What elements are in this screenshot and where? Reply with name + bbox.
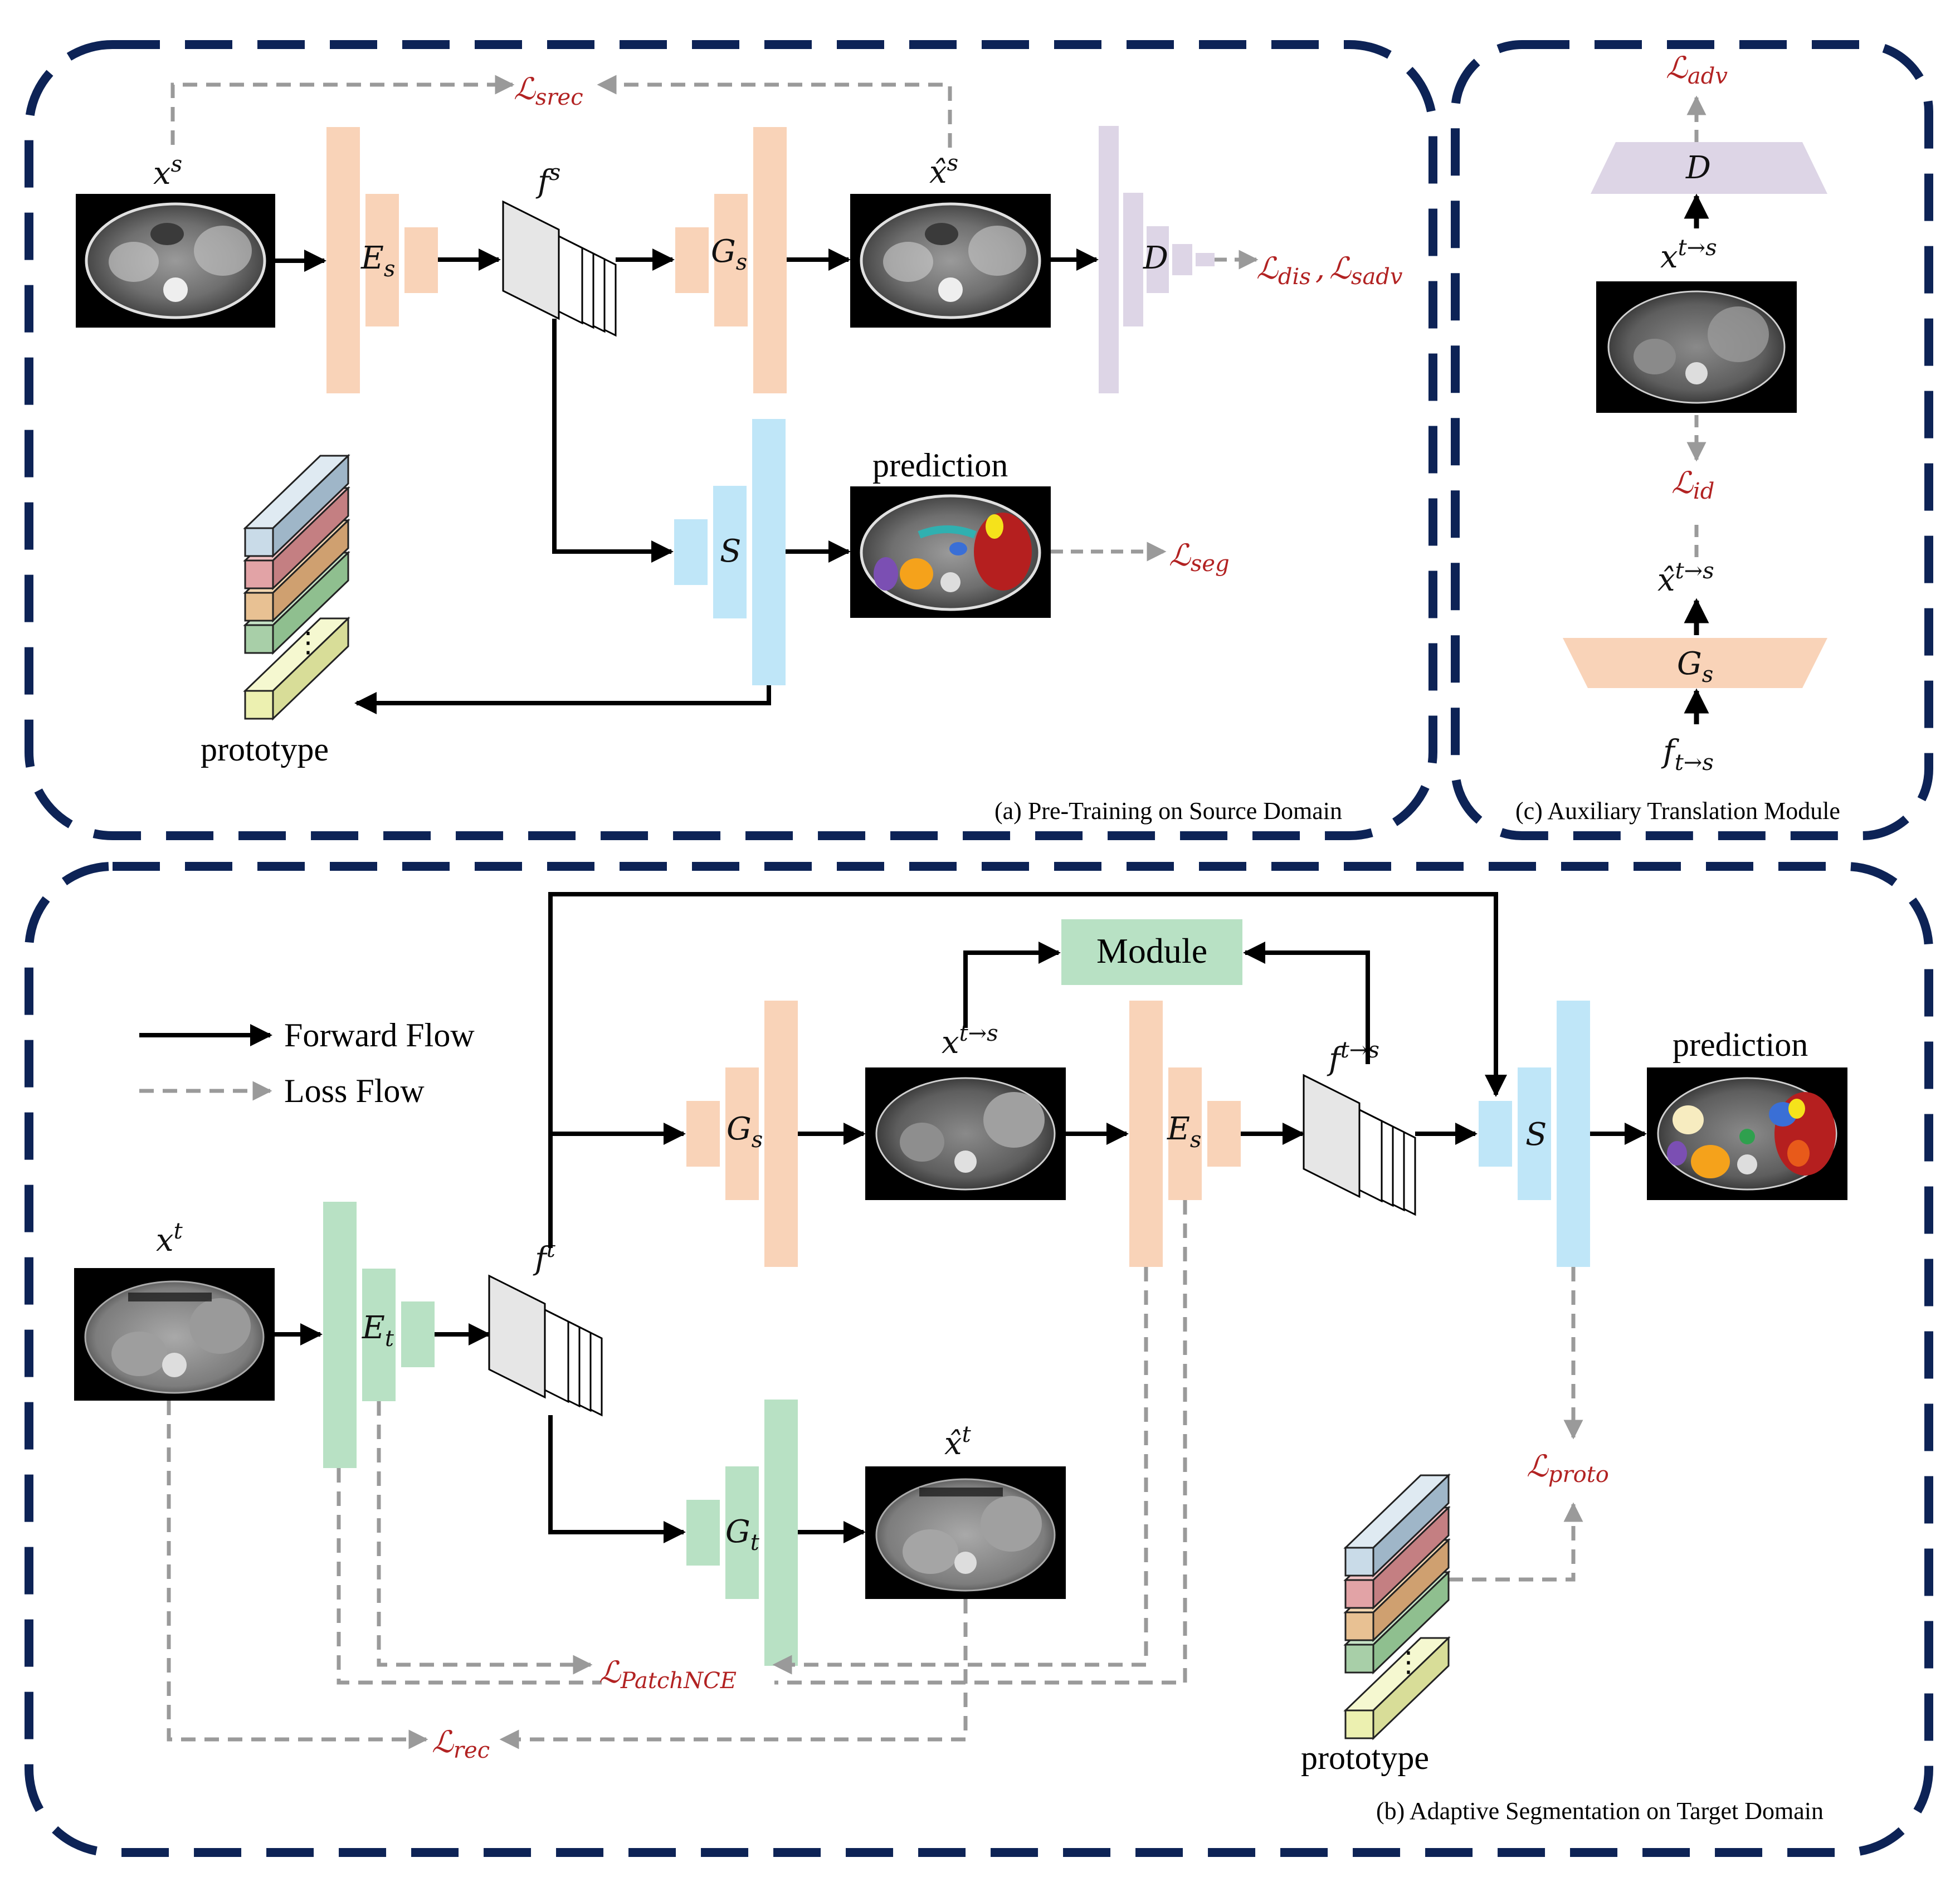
label-fts-c: ft→s — [1661, 734, 1714, 776]
source-ct-image — [76, 194, 275, 328]
prototype-vdots-b: ⋮ — [1395, 1646, 1422, 1678]
label-xs: xs — [153, 152, 182, 192]
patchnce-line-Es-outer — [774, 1200, 1187, 1685]
label-Et: Et — [362, 1310, 394, 1352]
label-prediction-a: prediction — [872, 447, 1008, 484]
panel-a-frame — [25, 40, 1437, 840]
label-Es-b: Es — [1167, 1111, 1201, 1153]
loss-srec: ℒsrec — [514, 71, 583, 110]
prototype-vdots-a: ⋮ — [294, 626, 322, 659]
discriminator-D-source — [1099, 126, 1215, 393]
arrow-fts-to-module — [1243, 942, 1370, 1064]
reconstructed-target-ct-image — [865, 1466, 1066, 1599]
discriminator-D-aux — [1591, 142, 1827, 194]
encoder-Et — [323, 1202, 435, 1468]
arrow-fs-to-S — [552, 319, 674, 563]
label-Gs-a: Gs — [711, 233, 747, 275]
prediction-segmentation-a — [850, 486, 1051, 618]
prototype-stack-b: ⋮ — [1343, 1473, 1451, 1741]
legend-forward-label: Forward Flow — [284, 1017, 475, 1054]
arrow-S-to-prototype — [354, 685, 771, 714]
arrow-xts-to-module — [963, 942, 1061, 1028]
caption-panel-a: (a) Pre-Training on Source Domain — [994, 797, 1342, 825]
label-xhat-t: x̂t — [944, 1422, 972, 1462]
decoder-Gs-aux — [1563, 638, 1827, 688]
reconstructed-source-ct-image — [850, 194, 1051, 328]
loss-id: ℒid — [1671, 465, 1714, 504]
decoder-Gs-source — [675, 127, 787, 393]
srec-loss-arrow-left — [170, 75, 515, 145]
decoder-Gs-target — [686, 1001, 798, 1267]
encoder-Es-target — [1129, 1001, 1241, 1267]
label-Gs-b: Gs — [727, 1111, 763, 1153]
proto-line-from-prototype — [1449, 1502, 1583, 1582]
caption-panel-c: (c) Auxiliary Translation Module — [1515, 797, 1840, 825]
label-fts-b: ft→s — [1327, 1037, 1379, 1078]
loss-patchnce: ℒPatchNCE — [599, 1655, 737, 1694]
label-xt: xt — [156, 1218, 183, 1259]
auxiliary-module-box — [1061, 919, 1242, 985]
translated-ct-image-c — [1596, 281, 1797, 413]
label-prototype-a: prototype — [201, 731, 329, 768]
prediction-segmentation-b — [1647, 1067, 1847, 1200]
label-S-a: S — [720, 533, 741, 569]
panel-b-frame — [25, 862, 1933, 1857]
label-xhat-s: x̂s — [929, 150, 958, 191]
label-D-a: D — [1143, 240, 1168, 276]
patchnce-line-Es-inner — [772, 1267, 1148, 1675]
loss-rec: ℒrec — [432, 1724, 490, 1763]
loss-proto: ℒproto — [1527, 1449, 1609, 1488]
legend-loss-label: Loss Flow — [284, 1072, 425, 1109]
label-prototype-b: prototype — [1301, 1739, 1429, 1776]
arrow-ft-to-Gs — [548, 994, 686, 1145]
feature-stack-fs — [502, 200, 617, 337]
label-Gs-c: Gs — [1677, 646, 1713, 688]
label-S-b: S — [1525, 1117, 1547, 1153]
label-xhat-ts: x̂t→s — [1657, 558, 1714, 598]
patchnce-line-Et-outer — [337, 1468, 602, 1685]
label-Gt: Gt — [725, 1514, 760, 1556]
label-fs: fs — [535, 160, 560, 200]
segmentor-S-source — [674, 419, 786, 685]
label-Es-a: Es — [360, 240, 395, 282]
patchnce-line-Et-inner — [377, 1401, 593, 1675]
caption-panel-b: (b) Adaptive Segmentation on Target Doma… — [1376, 1797, 1824, 1825]
rec-line-left — [167, 1401, 428, 1749]
segmentor-S-target — [1479, 1001, 1590, 1267]
panel-c-frame — [1451, 40, 1933, 840]
loss-adv: ℒadv — [1666, 50, 1728, 89]
rec-line-right — [499, 1599, 968, 1749]
translated-ct-image-b — [865, 1067, 1066, 1200]
loss-dis-sadv: ℒdis,ℒsadv — [1256, 251, 1403, 290]
label-xts-b: xt→s — [942, 1021, 998, 1061]
target-ct-image — [74, 1268, 275, 1401]
label-prediction-b: prediction — [1673, 1026, 1808, 1063]
arrow-ft-to-Gt — [548, 1415, 686, 1543]
encoder-Es-source — [326, 127, 438, 393]
loss-seg: ℒseg — [1169, 538, 1230, 577]
decoder-Gt — [686, 1400, 798, 1666]
feature-stack-ft — [488, 1274, 603, 1417]
label-module: Module — [1096, 931, 1207, 971]
prototype-stack-a: ⋮ — [243, 454, 350, 721]
label-xts-c: xt→s — [1660, 235, 1717, 275]
feature-stack-fts — [1303, 1074, 1416, 1216]
label-D-c: D — [1685, 150, 1711, 186]
